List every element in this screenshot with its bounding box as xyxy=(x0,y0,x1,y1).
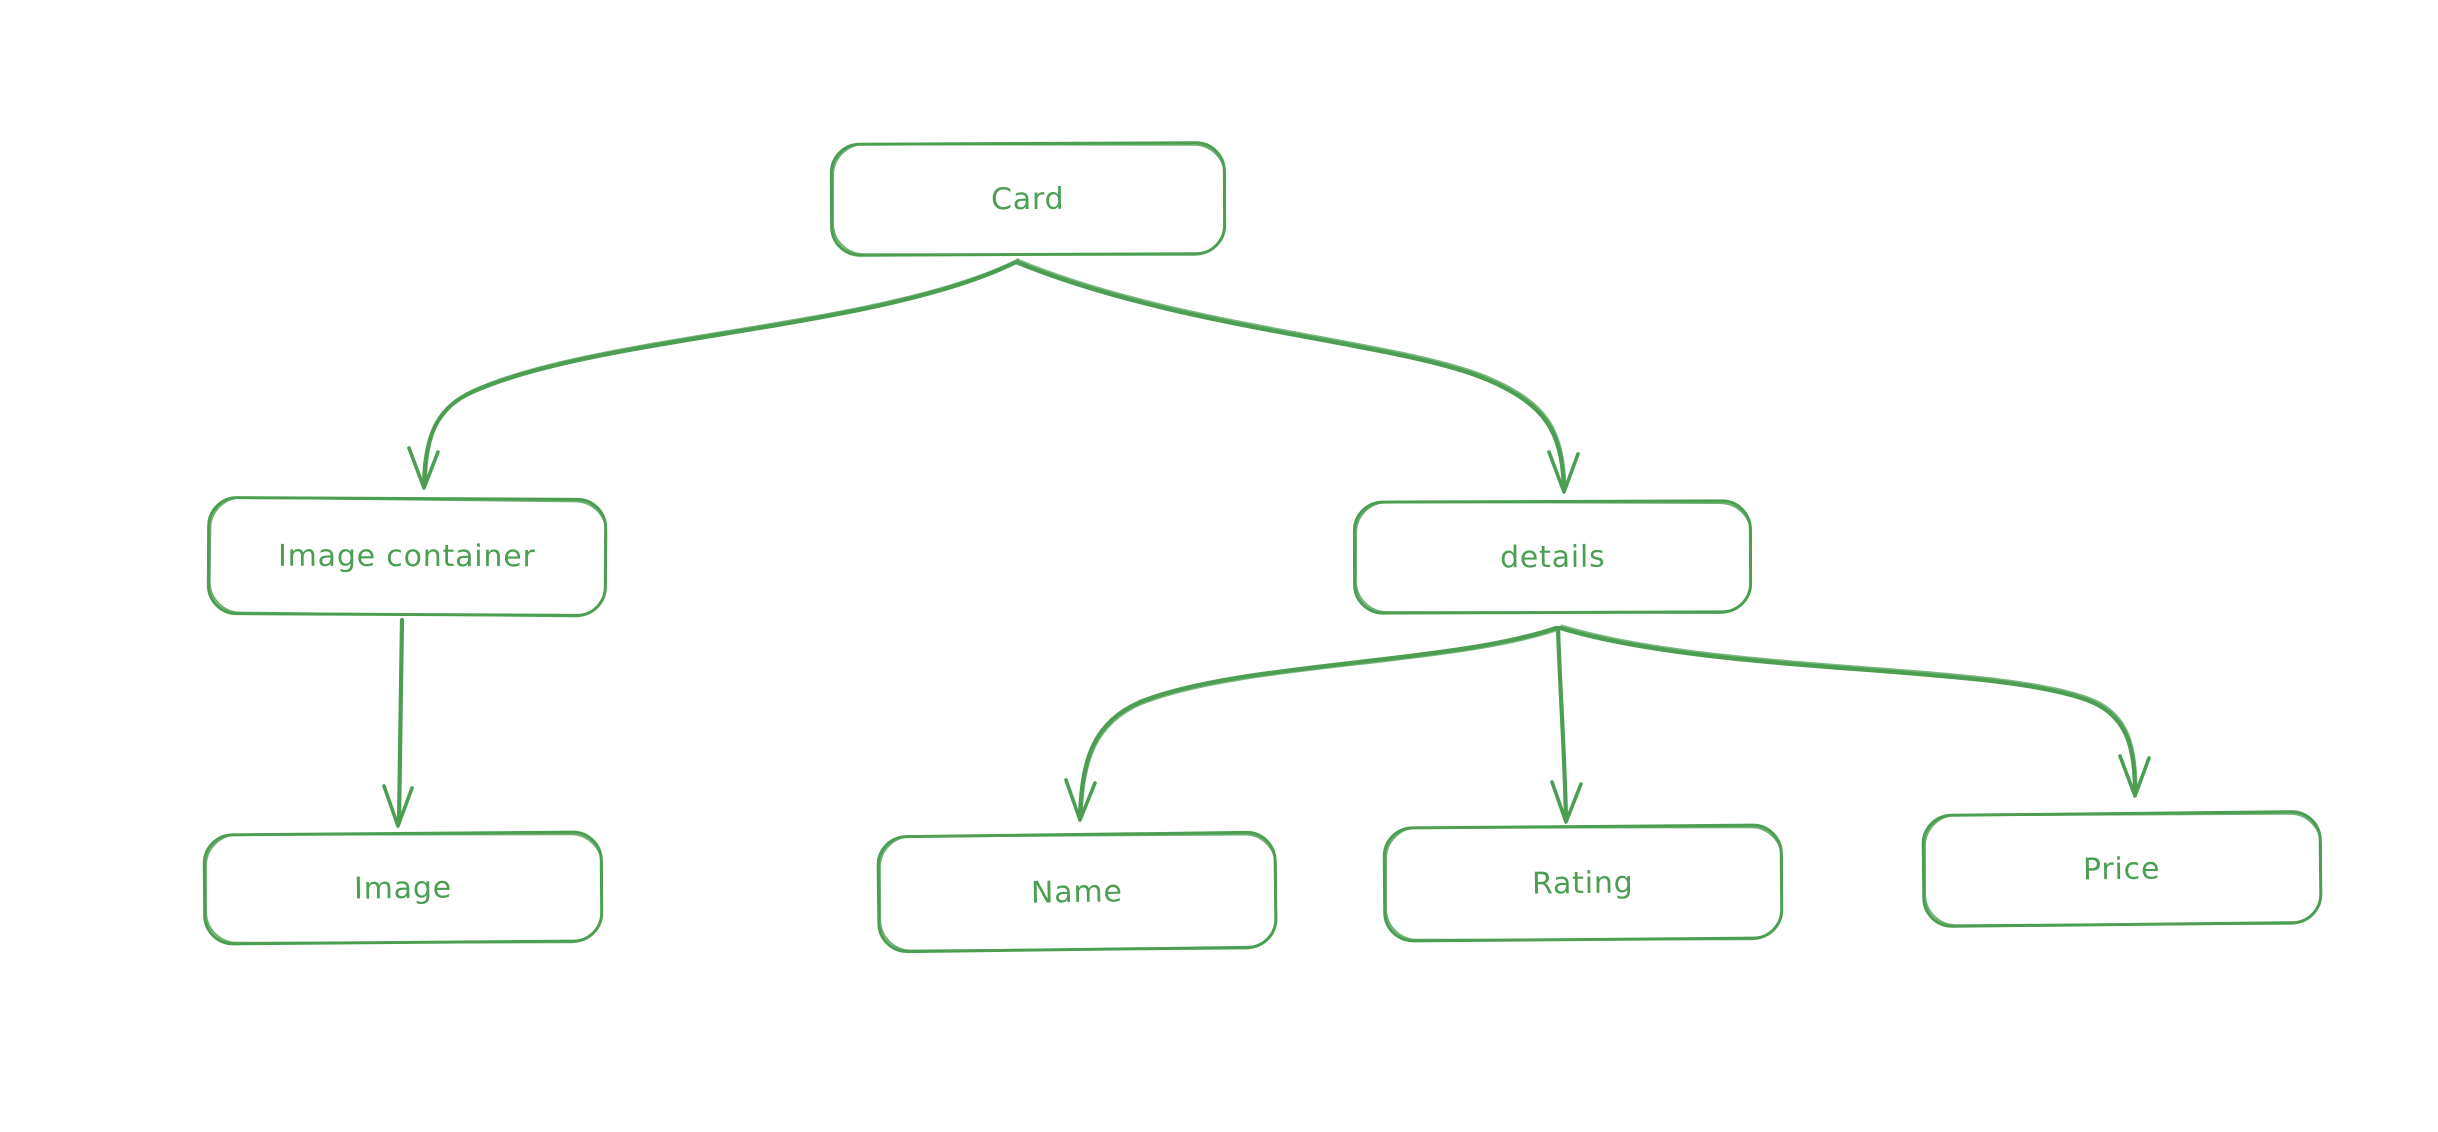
arrowhead-icon xyxy=(2118,754,2151,798)
node-details-label: details xyxy=(1499,539,1606,575)
arrow-details-to-price[interactable] xyxy=(1557,624,2151,798)
arrow-details-to-name[interactable] xyxy=(1064,625,1559,822)
node-name-label: Name xyxy=(1030,873,1124,911)
node-price-label: Price xyxy=(2083,850,2161,888)
arrow-card-to-details[interactable] xyxy=(1013,258,1580,494)
arrowhead-icon xyxy=(1064,778,1097,822)
node-name[interactable]: Name xyxy=(876,830,1278,954)
node-image-container[interactable]: Image container xyxy=(206,495,608,618)
node-card-label: Card xyxy=(991,181,1065,217)
node-image-label: Image xyxy=(353,869,453,907)
arrow-image-container-to-image[interactable] xyxy=(382,617,414,828)
arrowhead-icon xyxy=(1550,780,1583,824)
arrowhead-icon xyxy=(1547,450,1580,494)
node-details[interactable]: details xyxy=(1352,499,1753,615)
node-image-container-label: Image container xyxy=(278,538,536,575)
node-image[interactable]: Image xyxy=(202,830,604,946)
node-rating-label: Rating xyxy=(1532,864,1634,902)
arrow-details-to-rating[interactable] xyxy=(1550,625,1583,824)
node-rating[interactable]: Rating xyxy=(1382,823,1784,943)
arrow-card-to-image-container[interactable] xyxy=(407,258,1019,490)
arrowhead-icon xyxy=(407,446,440,490)
node-card[interactable]: Card xyxy=(829,141,1227,257)
node-price[interactable]: Price xyxy=(1921,809,2323,929)
arrowhead-icon xyxy=(382,784,414,828)
